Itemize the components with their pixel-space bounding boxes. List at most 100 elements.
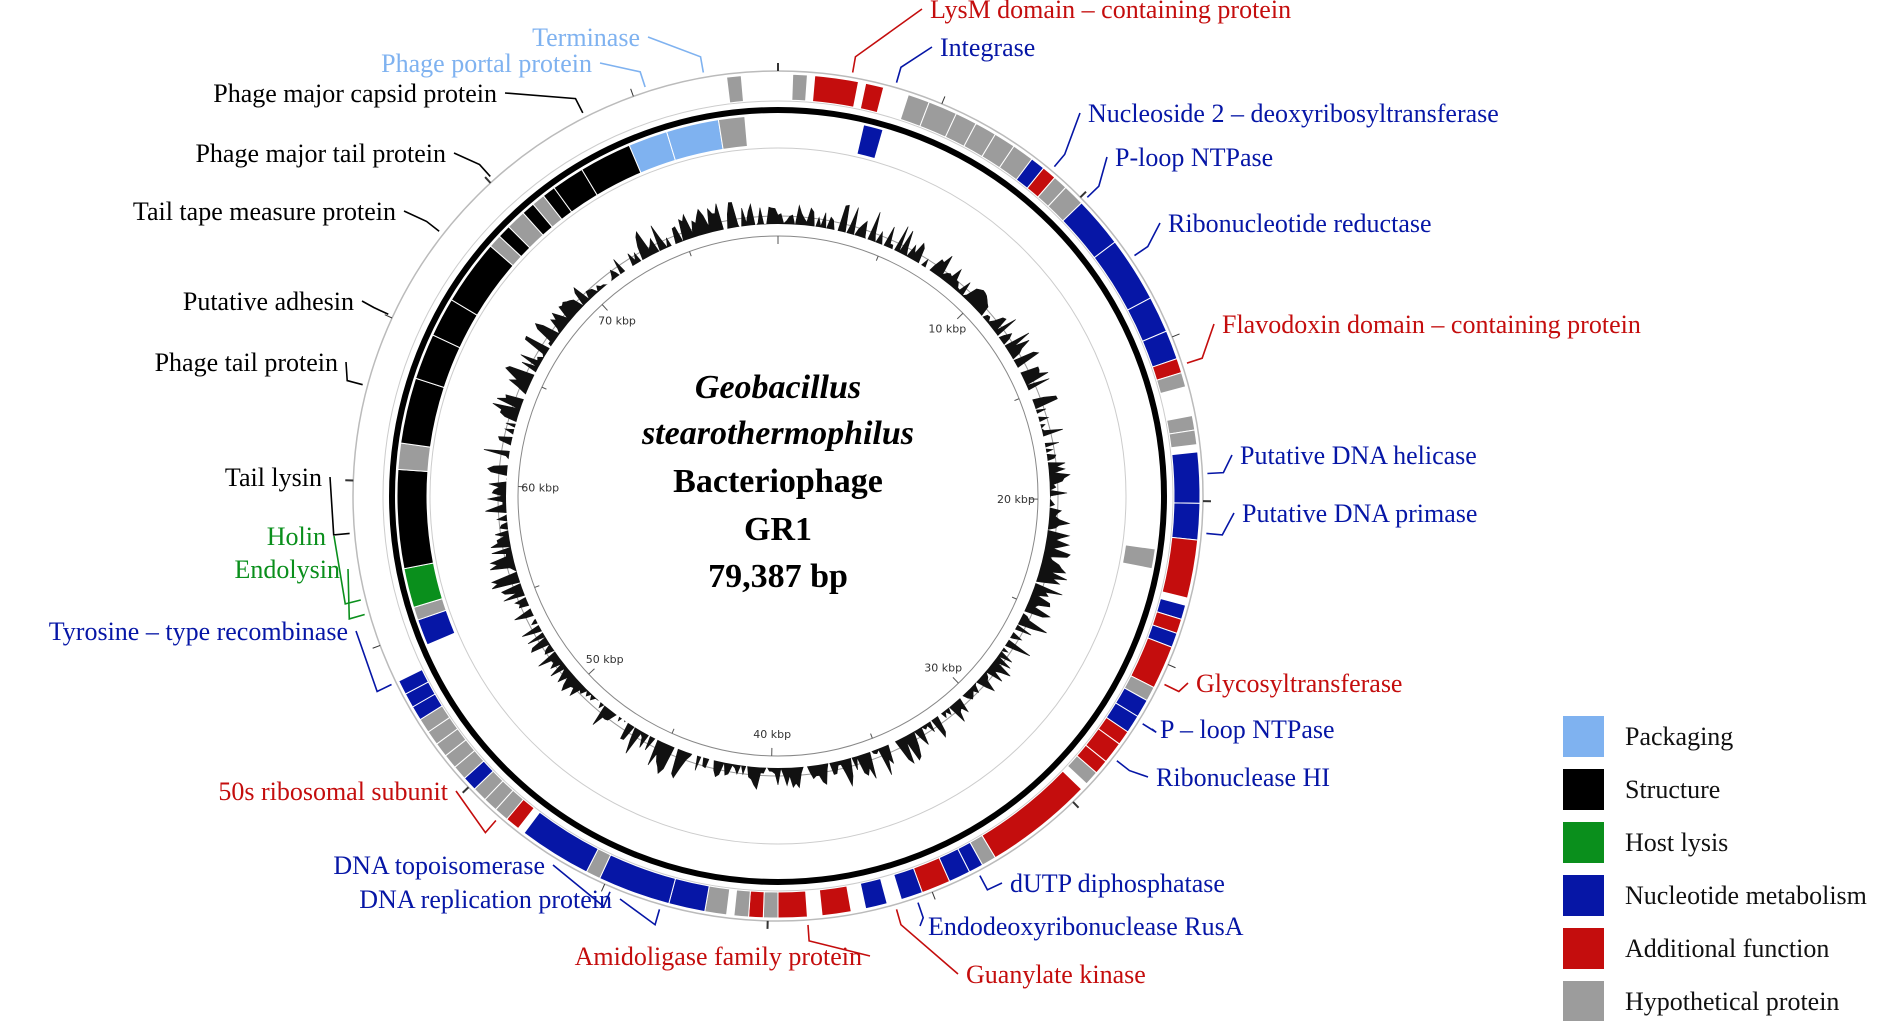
outer-gene-19 — [1156, 371, 1187, 395]
annotation-label: Phage major capsid protein — [213, 79, 497, 108]
outer-scale-tick — [941, 96, 946, 105]
inner-gene-3 — [856, 124, 884, 160]
annotation-label: Putative DNA helicase — [1240, 441, 1477, 470]
scale-tick — [1014, 398, 1020, 402]
outer-gene-2 — [811, 75, 860, 108]
annotation-leader — [453, 152, 491, 177]
outer-scale-tick — [484, 176, 492, 184]
legend-label: Packaging — [1625, 722, 1733, 751]
outer-scale-tick — [630, 88, 634, 97]
annotation-leader — [361, 300, 389, 315]
annotation-leader — [1164, 682, 1189, 693]
outer-scale-tick — [1072, 801, 1080, 809]
center-title-type: Bacteriophage — [673, 463, 883, 500]
annotation-leader — [895, 46, 933, 83]
annotation-label: DNA topoisomerase — [333, 851, 545, 880]
annotation-leader — [345, 361, 363, 386]
kbp-tick-label: 50 kbp — [586, 653, 624, 666]
annotation-label: Phage major tail protein — [195, 139, 446, 168]
kbp-tick-label: 40 kbp — [753, 728, 791, 741]
scale-tick — [541, 386, 547, 390]
annotation-leader — [455, 790, 497, 834]
scale-tick — [534, 585, 540, 588]
outer-gene-41 — [893, 867, 923, 901]
scale-tick — [671, 728, 675, 734]
annotation-leader — [1207, 454, 1233, 475]
kbp-tick-label: 60 kbp — [521, 481, 559, 494]
annotation-label: DNA replication protein — [359, 885, 612, 914]
outer-scale-tick — [384, 314, 393, 319]
annotation-leader — [1134, 222, 1161, 257]
kbp-tick-label: 10 kbp — [928, 323, 966, 336]
outer-scale-tick — [461, 786, 470, 794]
annotation-label: Endolysin — [235, 555, 340, 584]
outer-scale-tick — [600, 883, 606, 892]
inner-gene-21 — [581, 144, 642, 196]
annotation-leader — [619, 898, 661, 927]
center-title-name: GR1 — [744, 511, 812, 548]
annotation-label: Putative adhesin — [183, 287, 354, 316]
outer-gene-22 — [1171, 451, 1201, 504]
annotation-label: Integrase — [940, 33, 1035, 62]
outer-gene-35 — [1066, 755, 1098, 785]
outer-gene-45 — [762, 891, 779, 919]
annotation-leader — [647, 36, 705, 73]
center-title-genus: Geobacillus — [695, 369, 861, 406]
outer-scale-tick — [1167, 664, 1176, 669]
outer-gene-24 — [1161, 536, 1199, 599]
annotation-label: Nucleoside 2 – deoxyribosyltransferase — [1088, 99, 1499, 128]
outer-gene-3 — [859, 82, 885, 114]
annotation-label: Ribonuclease HI — [1156, 763, 1330, 792]
annotation-leader — [403, 210, 440, 232]
annotation-leader — [851, 8, 923, 73]
outer-gene-21 — [1168, 429, 1198, 449]
annotation-label: LysM domain – containing protein — [930, 0, 1291, 24]
annotation-leader — [329, 476, 350, 536]
annotation-leader — [333, 535, 361, 605]
annotation-label: 50s ribosomal subunit — [218, 777, 448, 806]
scale-tick — [956, 312, 964, 320]
legend-label: Host lysis — [1625, 828, 1728, 857]
annotation-label: Tail tape measure protein — [133, 197, 396, 226]
annotation-label: Guanylate kinase — [966, 960, 1146, 989]
annotation-leader — [1116, 760, 1149, 778]
outer-gene-52 — [523, 811, 599, 873]
annotation-label: Putative DNA primase — [1242, 499, 1477, 528]
annotation-label: Tail lysin — [225, 463, 322, 492]
legend-swatch — [1563, 716, 1604, 757]
center-title-length: 79,387 bp — [708, 558, 848, 595]
annotation-label: P – loop NTPase — [1160, 715, 1335, 744]
outer-gene-47 — [733, 889, 751, 918]
annotation-leader — [1206, 512, 1235, 536]
outer-ring-inner-outline — [382, 100, 1174, 892]
annotation-label: Glycosyltransferase — [1196, 669, 1402, 698]
annotation-leader — [347, 568, 365, 620]
outer-gene-track — [398, 73, 1201, 919]
legend-swatch — [1563, 769, 1604, 810]
scale-tick — [875, 255, 879, 261]
annotation-leader — [1142, 723, 1157, 734]
outer-gene-42 — [859, 877, 888, 910]
inner-gene-7 — [403, 562, 443, 609]
legend-label: Structure — [1625, 775, 1720, 804]
center-title-species: stearothermophilus — [641, 415, 914, 452]
scale-tick — [689, 251, 692, 257]
outer-gene-23 — [1171, 502, 1201, 541]
scale-tick — [952, 677, 959, 684]
inner-gene-2 — [717, 115, 748, 150]
inner-ring-outline — [429, 147, 1127, 845]
inner-gene-9 — [397, 442, 431, 473]
inner-gene-8 — [396, 468, 435, 570]
annotation-label: Tyrosine – type recombinase — [49, 617, 348, 646]
annotation-leader — [599, 62, 646, 88]
legend-label: Nucleotide metabolism — [1625, 881, 1867, 910]
annotation-label: Terminase — [532, 23, 640, 52]
scale-tick — [870, 733, 873, 739]
outer-scale-tick — [1171, 333, 1180, 338]
outer-gene-46 — [748, 890, 765, 919]
legend-label: Additional function — [1625, 934, 1829, 963]
legend-swatch — [1563, 928, 1604, 969]
annotation-label: dUTP diphosphatase — [1010, 869, 1225, 898]
